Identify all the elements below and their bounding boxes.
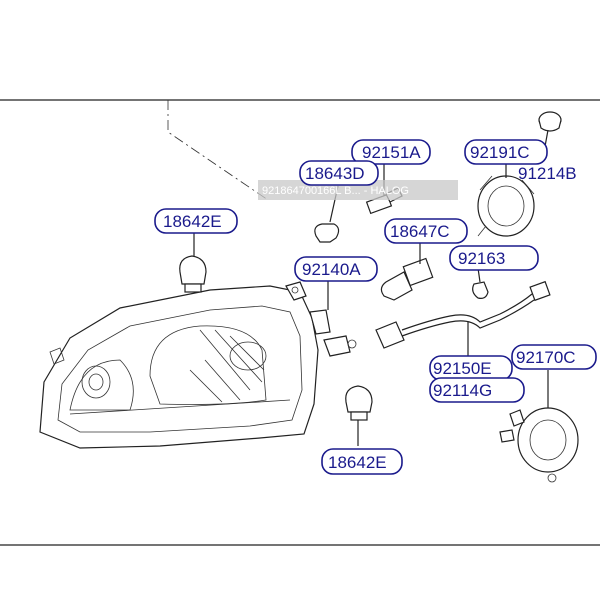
label-18642e-bottom[interactable]: 18642E [321, 448, 403, 475]
label-text: 92140A [302, 260, 361, 279]
label-text: 92163 [458, 249, 505, 268]
headlamp-housing [39, 281, 357, 449]
label-92163[interactable]: 92163 [449, 245, 539, 271]
label-92151a[interactable]: 92151A [351, 139, 431, 165]
lamp-assembly-92170c [499, 407, 579, 483]
label-text: 92150E [433, 359, 492, 378]
label-text: 18642E [163, 212, 222, 231]
label-92114g[interactable]: 92114G [429, 377, 525, 403]
bulb-18642e-bottom [345, 385, 373, 421]
label-92170c[interactable]: 92170C [511, 344, 597, 370]
wiring-harness-92150e [375, 280, 551, 349]
label-text: 92114G [433, 381, 492, 400]
bulb-18647c [380, 257, 434, 301]
label-text: 91214B [518, 164, 577, 183]
clip-92163 [472, 281, 489, 299]
reference-dashed-line [167, 100, 269, 201]
label-18642e-top[interactable]: 18642E [154, 208, 238, 234]
label-text: 92151A [362, 143, 421, 162]
watermark-text: 921864700166L B... - HALOG [262, 185, 409, 197]
label-92191c[interactable]: 92191C [464, 139, 548, 165]
label-text: 18643D [305, 164, 365, 183]
label-18643d[interactable]: 18643D [299, 160, 379, 186]
bulb-18642e-top [179, 255, 207, 293]
frame [0, 99, 600, 546]
label-text: 18647C [390, 222, 450, 241]
label-91214b: 91214B [518, 164, 577, 183]
part-labels: 92151A 92191C 18643D 91214B 18642E 18647… [154, 139, 597, 475]
label-92140a[interactable]: 92140A [294, 256, 378, 282]
cover-92191c [477, 175, 535, 237]
label-text: 92170C [516, 348, 576, 367]
label-text: 92191C [470, 143, 530, 162]
label-text: 18642E [328, 453, 387, 472]
cap-91214b [538, 111, 562, 132]
label-92150e[interactable]: 92150E [429, 355, 513, 381]
label-18647c[interactable]: 18647C [384, 218, 468, 244]
